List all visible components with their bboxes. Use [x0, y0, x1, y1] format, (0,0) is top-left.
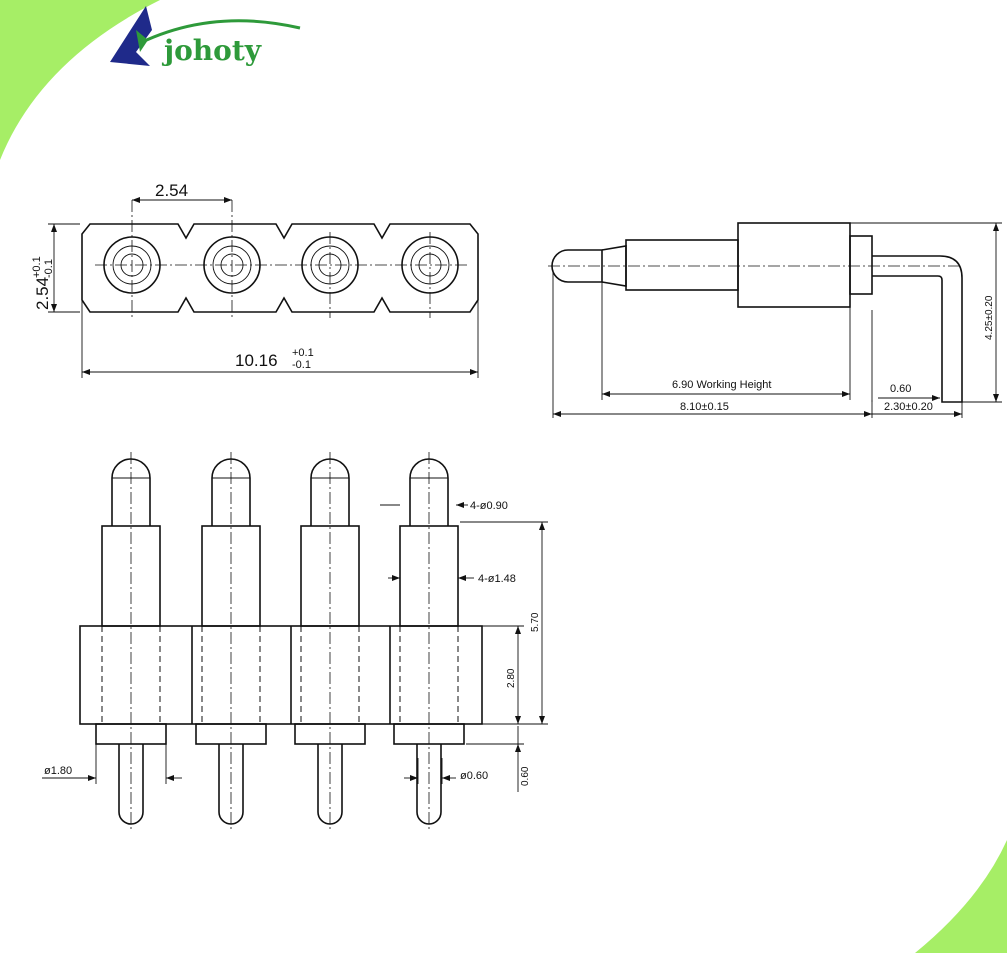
plunger-tip [551, 249, 603, 283]
tail-dia-dimension: ø0.60 [404, 758, 488, 784]
logo-text: johoty [161, 34, 262, 67]
overall-height-dimension: 5.70 [460, 521, 548, 725]
length-dimension: 10.16 +0.1 -0.1 [81, 300, 479, 378]
length-tol-top: +0.1 [292, 347, 314, 359]
total-length-label: 8.10±0.15 [680, 401, 729, 413]
centerlines [95, 200, 470, 318]
barrel [300, 525, 360, 627]
tip-dia-dimension: 4-ø0.90 [380, 500, 508, 512]
height-tol-bottom: -0.1 [43, 259, 55, 278]
logo-mark-accent [136, 30, 148, 52]
side-height-dimension: 4.25±0.20 [850, 222, 1002, 403]
barrel [625, 239, 739, 291]
side-view: 4.25±0.20 0.60 6.90 Working Height 8.10±… [548, 222, 1002, 418]
barrel [101, 525, 161, 627]
side-height-label: 4.25±0.20 [984, 295, 995, 340]
bent-tail [872, 255, 963, 403]
height-label: 2.54 [33, 277, 52, 310]
connector-outline [81, 223, 479, 313]
tail-length-label: 0.60 [520, 766, 531, 786]
body-dia-label: ø1.80 [44, 765, 72, 777]
barrel-dia-label: 4-ø1.48 [478, 573, 516, 585]
barrel [399, 525, 459, 627]
body-height-label: 2.80 [506, 668, 517, 688]
overall-height-label: 5.70 [530, 612, 541, 632]
working-height-label: 6.90 Working Height [672, 379, 771, 391]
logo-mark [110, 6, 152, 66]
lead-label: 0.60 [890, 383, 911, 395]
bottom-right-corner-shape [915, 840, 1007, 953]
barrel-dia-dimension: 4-ø1.48 [388, 573, 516, 585]
height-tol-top: +0.1 [31, 256, 43, 278]
front-view: 4-ø0.90 4-ø1.48 5.70 2.80 [42, 452, 548, 830]
body-dia-dimension: ø1.80 [42, 744, 182, 784]
height-dimension: 2.54 +0.1 -0.1 [31, 223, 80, 313]
insulator-block [79, 625, 483, 725]
top-view: 2.54 2.54 +0.1 -0.1 10.16 +0.1 -0.1 [31, 181, 479, 378]
bend-length-label: 2.30±0.20 [884, 401, 933, 413]
length-label: 10.16 [235, 351, 278, 370]
barrel [201, 525, 261, 627]
tip-dia-label: 4-ø0.90 [470, 500, 508, 512]
tail-dia-label: ø0.60 [460, 770, 488, 782]
top-left-corner-shape [0, 0, 160, 160]
pitch-dimension: 2.54 [132, 181, 232, 203]
working-height-dimension: 6.90 Working Height [601, 282, 851, 400]
insulator-body [737, 222, 851, 308]
body-height-dimension: 2.80 [482, 625, 524, 724]
length-tol-bottom: -0.1 [292, 359, 311, 371]
brand-logo: johoty [110, 6, 301, 67]
lead-dimension: 0.60 [871, 310, 940, 402]
pins [95, 452, 465, 830]
pitch-label: 2.54 [155, 181, 188, 200]
total-length-dimension: 8.10±0.15 2.30±0.20 [552, 270, 963, 418]
body-collar [849, 235, 873, 295]
tail-length-dimension: 0.60 [466, 726, 531, 792]
